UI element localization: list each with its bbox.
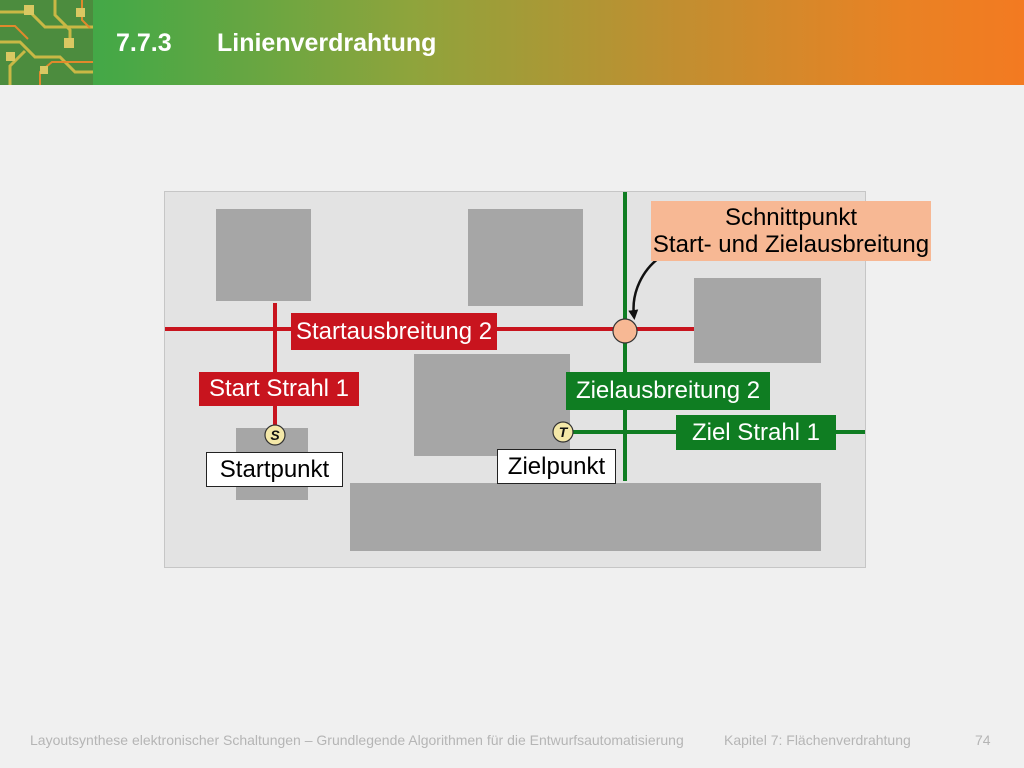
- callout-line-1: Schnittpunkt: [724, 204, 858, 231]
- slide-header: 7.7.3 Linienverdrahtung: [0, 0, 1024, 85]
- footer-course-title: Layoutsynthese elektronischer Schaltunge…: [30, 732, 684, 748]
- start-expansion-2-label: Startausbreitung 2: [291, 313, 497, 350]
- intersection-callout: Schnittpunkt Start- und Zielausbreitung: [651, 201, 931, 261]
- footer-page-number: 74: [975, 732, 991, 748]
- callout-line-2: Start- und Zielausbreitung: [652, 231, 930, 258]
- start-marker-circle: [264, 424, 286, 446]
- pcb-trace: [0, 40, 93, 74]
- start-point-label: Startpunkt: [206, 452, 343, 487]
- pcb-pad: [64, 38, 74, 48]
- section-number: 7.7.3: [116, 29, 172, 57]
- obstacle-block: [216, 209, 311, 301]
- pcb-trace: [8, 49, 27, 85]
- pcb-trace: [53, 0, 72, 45]
- target-marker-letter: T: [559, 424, 569, 440]
- slide-title: Linienverdrahtung: [217, 29, 437, 57]
- callout-arrow: [628, 257, 660, 320]
- target-marker-circle: [552, 421, 574, 443]
- target-point-marker: T: [552, 421, 574, 443]
- footer-chapter: Kapitel 7: Flächenverdrahtung: [724, 732, 911, 748]
- pcb-pad: [24, 5, 34, 15]
- obstacle-block: [414, 354, 570, 456]
- routing-diagram-panel: S T Schnittpunkt Start- und Zielausbreit…: [164, 191, 931, 568]
- circuit-board-image: [0, 0, 93, 85]
- target-ray-1-label: Ziel Strahl 1: [676, 415, 836, 450]
- obstacle-block: [350, 483, 821, 551]
- intersection-point: [612, 318, 638, 344]
- start-ray-1-label: Start Strahl 1: [199, 372, 359, 406]
- target-expansion-2-label: Zielausbreitung 2: [566, 372, 770, 410]
- target-point-label: Zielpunkt: [497, 449, 616, 484]
- pcb-trace: [0, 25, 29, 40]
- start-marker-letter: S: [270, 427, 280, 443]
- obstacle-block: [694, 278, 821, 363]
- obstacle-block: [468, 209, 583, 306]
- pcb-trace: [81, 0, 91, 29]
- pcb-pad: [76, 8, 85, 17]
- pcb-pad: [6, 52, 15, 61]
- pcb-pad: [40, 66, 48, 74]
- start-point-marker: S: [264, 424, 286, 446]
